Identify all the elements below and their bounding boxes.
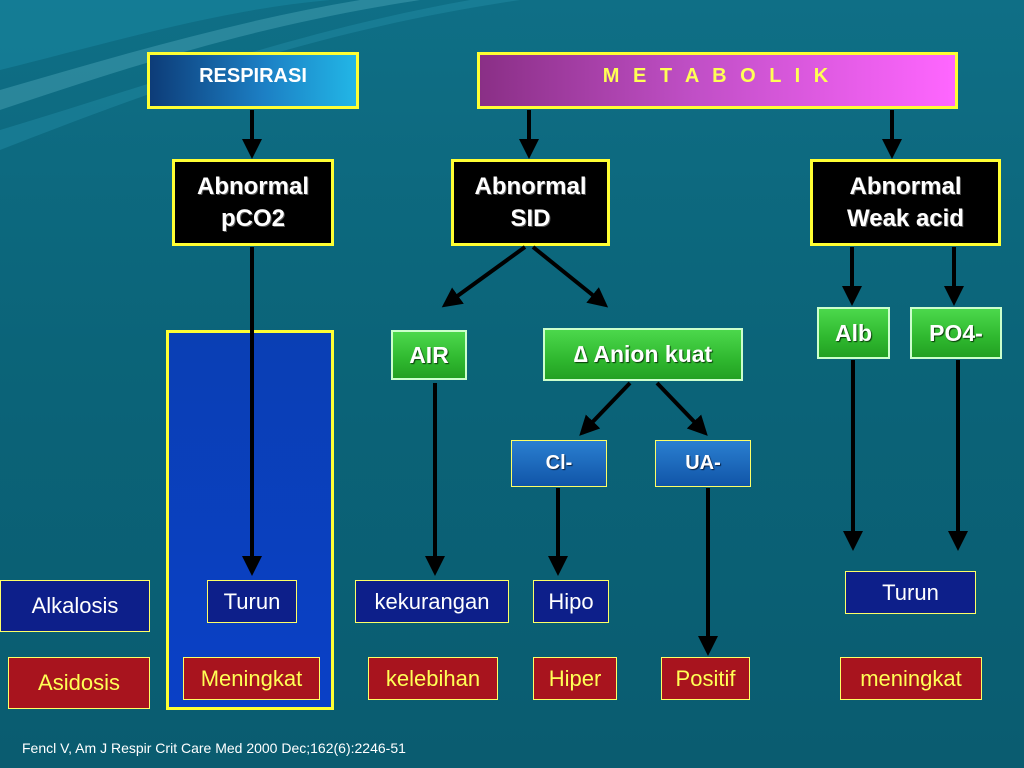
weak-acid-turun-box: Turun [845, 571, 976, 614]
arrow-anion-to-cl [579, 381, 632, 436]
metabolik-header: M E T A B O L I K [477, 52, 958, 109]
abnormal-weak-acid-box: Abnormal Weak acid [810, 159, 1001, 246]
arrow-anion-to-ua [655, 381, 708, 436]
cl-hiper-box: Hiper [533, 657, 617, 700]
ua-positif-box: Positif [661, 657, 750, 700]
air-kekurangan-box: kekurangan [355, 580, 509, 623]
abnormal-pco2-line2: pCO2 [220, 204, 285, 232]
abnormal-sid-box: Abnormal SID [451, 159, 610, 246]
abnormal-pco2-line1: Abnormal [196, 172, 309, 200]
ua-label: UA- [685, 452, 721, 474]
po4-label: PO4- [929, 319, 983, 346]
alb-box: Alb [817, 307, 890, 359]
air-kelebihan-box: kelebihan [368, 657, 498, 700]
cl-hiper-label: Hiper [548, 665, 602, 691]
cl-label: Cl- [545, 452, 573, 474]
anion-kuat-box: ∆ Anion kuat [543, 328, 743, 381]
ua-positif-label: Positif [675, 665, 736, 691]
air-kelebihan-label: kelebihan [385, 665, 481, 691]
abnormal-sid-line1: Abnormal [474, 172, 587, 200]
arrow-sid-to-air [441, 245, 527, 308]
weak-acid-meningkat-label: meningkat [860, 665, 962, 691]
weak-acid-meningkat-box: meningkat [840, 657, 982, 700]
citation: Fencl V, Am J Respir Crit Care Med 2000 … [22, 740, 406, 756]
pco2-meningkat-box: Meningkat [183, 657, 320, 700]
anion-kuat-label: ∆ Anion kuat [573, 341, 713, 367]
cl-hipo-label: Hipo [548, 588, 594, 614]
ua-box: UA- [655, 440, 751, 487]
respirasi-label: RESPIRASI [199, 65, 307, 87]
respirasi-header: RESPIRASI [147, 52, 359, 109]
pco2-turun-box: Turun [207, 580, 297, 623]
abnormal-pco2-box: Abnormal pCO2 [172, 159, 334, 246]
abnormal-weak-acid-line2: Weak acid [847, 204, 964, 232]
alb-label: Alb [834, 319, 873, 346]
air-kekurangan-label: kekurangan [374, 588, 490, 614]
air-box: AIR [391, 330, 467, 380]
alkalosis-box: Alkalosis [0, 580, 150, 632]
abnormal-sid-line2: SID [510, 204, 551, 232]
alkalosis-label: Alkalosis [31, 593, 119, 618]
asidosis-label: Asidosis [38, 670, 120, 695]
arrow-sid-to-anion [531, 245, 609, 308]
weak-acid-turun-label: Turun [882, 579, 939, 605]
metabolik-label: M E T A B O L I K [602, 65, 833, 87]
cl-box: Cl- [511, 440, 607, 487]
asidosis-box: Asidosis [8, 657, 150, 709]
cl-hipo-box: Hipo [533, 580, 609, 623]
abnormal-weak-acid-line1: Abnormal [849, 172, 962, 200]
pco2-meningkat-label: Meningkat [200, 665, 303, 691]
air-label: AIR [409, 341, 449, 368]
respiratory-panel [166, 330, 334, 710]
po4-box: PO4- [910, 307, 1002, 359]
pco2-turun-label: Turun [223, 588, 281, 614]
